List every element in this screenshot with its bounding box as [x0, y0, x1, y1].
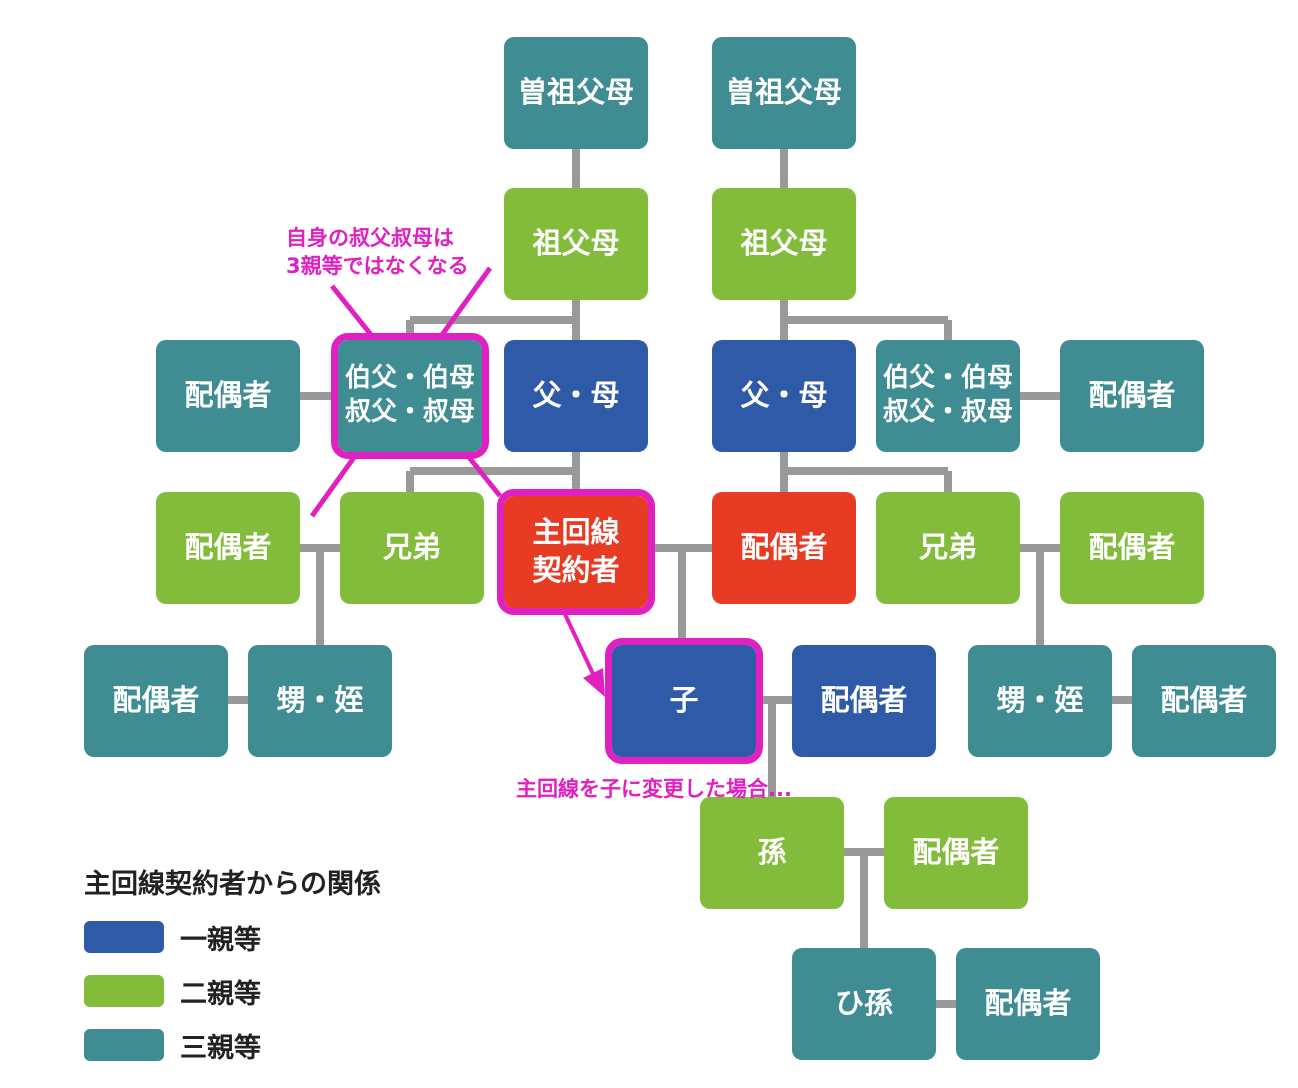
uncle-aunt-right: 伯父・伯母 叔父・叔母 — [876, 340, 1020, 452]
legend-item-third-degree: 三親等 — [84, 1028, 261, 1064]
nephew-spouse-right: 配偶者 — [1132, 645, 1276, 757]
legend-title: 主回線契約者からの関係 — [84, 869, 381, 900]
grandparents-left: 祖父母 — [504, 188, 648, 300]
great-grandchild-spouse: 配偶者 — [956, 948, 1100, 1060]
legend-label: 三親等 — [180, 1032, 261, 1064]
uncle-aunt-spouse-left: 配偶者 — [156, 340, 300, 452]
parents-left: 父・母 — [504, 340, 648, 452]
grandparents-right: 祖父母 — [712, 188, 856, 300]
legend-label: 二親等 — [180, 978, 261, 1010]
legend-swatch — [84, 921, 164, 953]
nephew-niece-right: 甥・姪 — [968, 645, 1112, 757]
sibling-left: 兄弟 — [340, 492, 484, 604]
legend-swatch — [84, 1029, 164, 1061]
legend-item-second-degree: 二親等 — [84, 974, 261, 1010]
nephew-niece-left: 甥・姪 — [248, 645, 392, 757]
annotation-arrow — [561, 609, 605, 697]
child: 子 — [605, 638, 763, 764]
sibling-right: 兄弟 — [876, 492, 1020, 604]
great-grandparents-left: 曽祖父母 — [504, 37, 648, 149]
sibling-spouse-right: 配偶者 — [1060, 492, 1204, 604]
sibling-spouse-left: 配偶者 — [156, 492, 300, 604]
child-spouse: 配偶者 — [792, 645, 936, 757]
tree-connectors — [228, 148, 1132, 1008]
great-grandparents-right: 曽祖父母 — [712, 37, 856, 149]
contractor-spouse: 配偶者 — [712, 492, 856, 604]
parents-right: 父・母 — [712, 340, 856, 452]
uncle-aunt-left: 伯父・伯母 叔父・叔母 — [331, 333, 489, 459]
legend-label: 一親等 — [180, 924, 261, 956]
legend-swatch — [84, 975, 164, 1007]
main-contractor: 主回線 契約者 — [497, 489, 655, 615]
uncle-note: 自身の叔父叔母は 3親等ではなくなる — [286, 226, 469, 279]
legend-item-first-degree: 一親等 — [84, 920, 261, 956]
great-grandchild: ひ孫 — [792, 948, 936, 1060]
grandchild: 孫 — [700, 797, 844, 909]
child-note: 主回線を子に変更した場合... — [516, 777, 792, 801]
grandchild-spouse: 配偶者 — [884, 797, 1028, 909]
nephew-spouse-left: 配偶者 — [84, 645, 228, 757]
uncle-aunt-spouse-right: 配偶者 — [1060, 340, 1204, 452]
